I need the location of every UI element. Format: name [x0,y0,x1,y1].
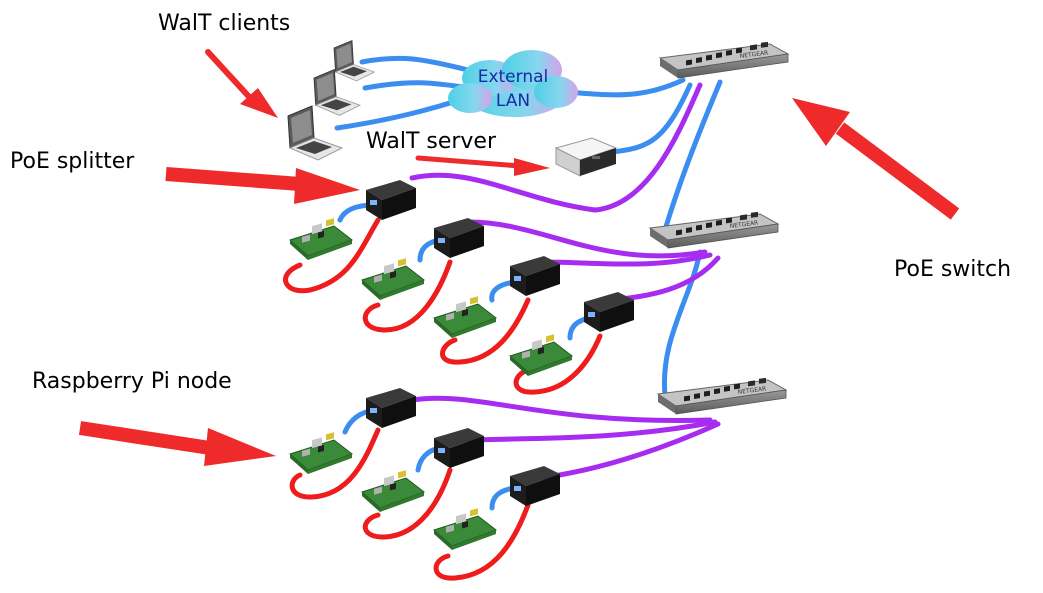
poe-switch-arrow [792,98,960,220]
raspberry-pi-board-icon [433,507,497,551]
lan-label-line1: External [478,67,549,87]
switch-brand-bottom: NETGEAR [737,386,766,396]
laptop-icon [287,105,343,161]
power-cables [283,217,603,581]
poe-switch-top: NETGEAR [659,41,789,79]
walt-clients-arrow [205,49,278,118]
switch-brand-top: NETGEAR [739,50,768,60]
walt-server-label: WalT server [366,129,497,154]
poe-splitter-icon [366,180,416,220]
raspberry-pi-node-label: Raspberry Pi node [32,369,232,394]
callout-arrows [78,49,960,466]
walt-server-arrow [415,155,550,176]
switch-brand-middle: NETGEAR [729,220,758,230]
external-lan-cloud: External LAN [448,50,578,117]
poe-switch-middle: NETGEAR [649,211,779,249]
cloud-icon [448,50,578,117]
mini-pc-icon [554,137,618,177]
raspberry-pi-board-icon [361,469,425,513]
raspberry-pi-node-arrow [78,421,276,466]
network-switch-icon [657,377,787,415]
poe-switch-bottom: NETGEAR [657,377,787,415]
walt-clients-label: WalT clients [158,11,290,36]
poe-splitter-icon [434,428,484,468]
raspberry-pi-board-icon [509,333,573,377]
poe-cables [409,82,721,481]
poe-splitter-icon [510,466,560,506]
network-switch-icon [659,41,789,79]
poe-splitter-label: PoE splitter [10,149,135,174]
poe-splitter-icon [510,256,560,296]
raspberry-pi-board-icon [433,295,497,339]
poe-splitter-icon [584,292,634,332]
walt-client-laptops [287,40,375,161]
poe-splitter-icon [366,388,416,428]
raspberry-pi-board-icon [289,431,353,475]
raspberry-pi-board-icon [361,257,425,301]
poe-switch-label: PoE switch [894,257,1011,282]
lan-label-line2: LAN [496,91,530,111]
raspberry-pi-board-icon [289,217,353,261]
poe-splitter-icon [434,218,484,258]
walt-server-device [554,137,618,177]
poe-splitter-arrow [165,167,360,204]
